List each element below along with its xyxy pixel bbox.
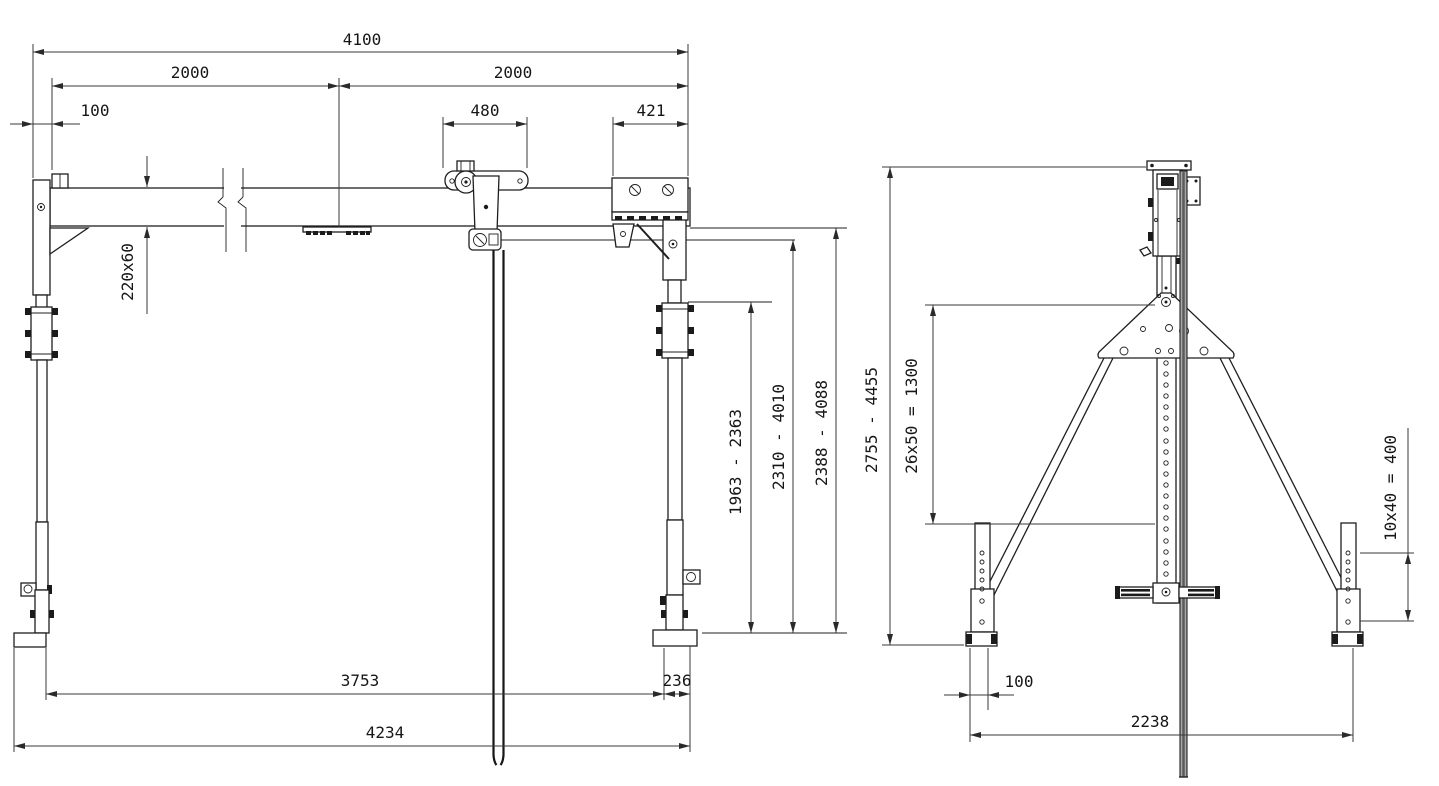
right-column-pin-plate [682,569,701,585]
right-foot [1331,522,1364,647]
dim-height-range-label: 2755 - 4455 [862,367,881,473]
main-beam [49,168,691,252]
end-view: 2755 - 4455 26x50 = 1300 10x40 = 400 100… [862,160,1414,778]
dim-support-span-label: 2238 [1131,712,1170,731]
hoist-arm [472,175,500,233]
dim-leg-hole-pattern-label: 10x40 = 400 [1381,435,1400,541]
gusset-plate-end-view [1097,292,1235,359]
dim-rail-height-label: 2310 - 4010 [769,384,788,490]
dim-base-span-outer-label: 4234 [366,723,405,742]
dim-base-span-inner-label: 3753 [341,671,380,690]
diagonal-strut [636,223,670,260]
break-symbol-left [217,168,227,252]
end-view-dimensions: 2755 - 4455 26x50 = 1300 10x40 = 400 100… [862,166,1414,742]
end-stop-bracket [611,177,689,260]
support-legs [980,357,1353,604]
center-rack [302,226,372,235]
release-lever [1139,246,1152,257]
hoist-rope [492,250,498,766]
dim-hook-height-label: 1963 - 2363 [726,409,745,515]
dim-span-left-label: 2000 [171,63,210,82]
dim-overall-width-label: 4100 [343,30,382,49]
right-column-clamp [661,302,689,359]
rail-clamp [1115,582,1220,604]
side-view-dimensions: 4100 2000 2000 100 480 421 220x [10,30,839,752]
dim-mast-hole-pattern-label: 26x50 = 1300 [902,358,921,474]
dim-beam-section-label: 220x60 [118,243,137,301]
dim-foot-offset-label: 100 [1005,672,1034,691]
left-column [13,173,91,648]
right-base-plate [652,629,698,647]
left-column-clamp [30,306,53,361]
dim-beam-height-label: 2388 - 4088 [812,380,831,486]
trolley-hoist [444,160,529,766]
dim-end-offset-label: 100 [81,101,110,120]
break-symbol-right [237,168,247,252]
hanging-rail [1179,170,1188,778]
dim-base-offset-label: 236 [663,671,692,690]
right-column [652,211,701,647]
gusset-plate [49,227,91,256]
dim-trolley-width-label: 480 [471,101,500,120]
left-base-plate [13,632,47,648]
dim-end-stop-width-label: 421 [637,101,666,120]
left-foot [965,522,998,647]
side-view: 4100 2000 2000 100 480 421 220x [10,30,847,766]
dim-span-right-label: 2000 [494,63,533,82]
